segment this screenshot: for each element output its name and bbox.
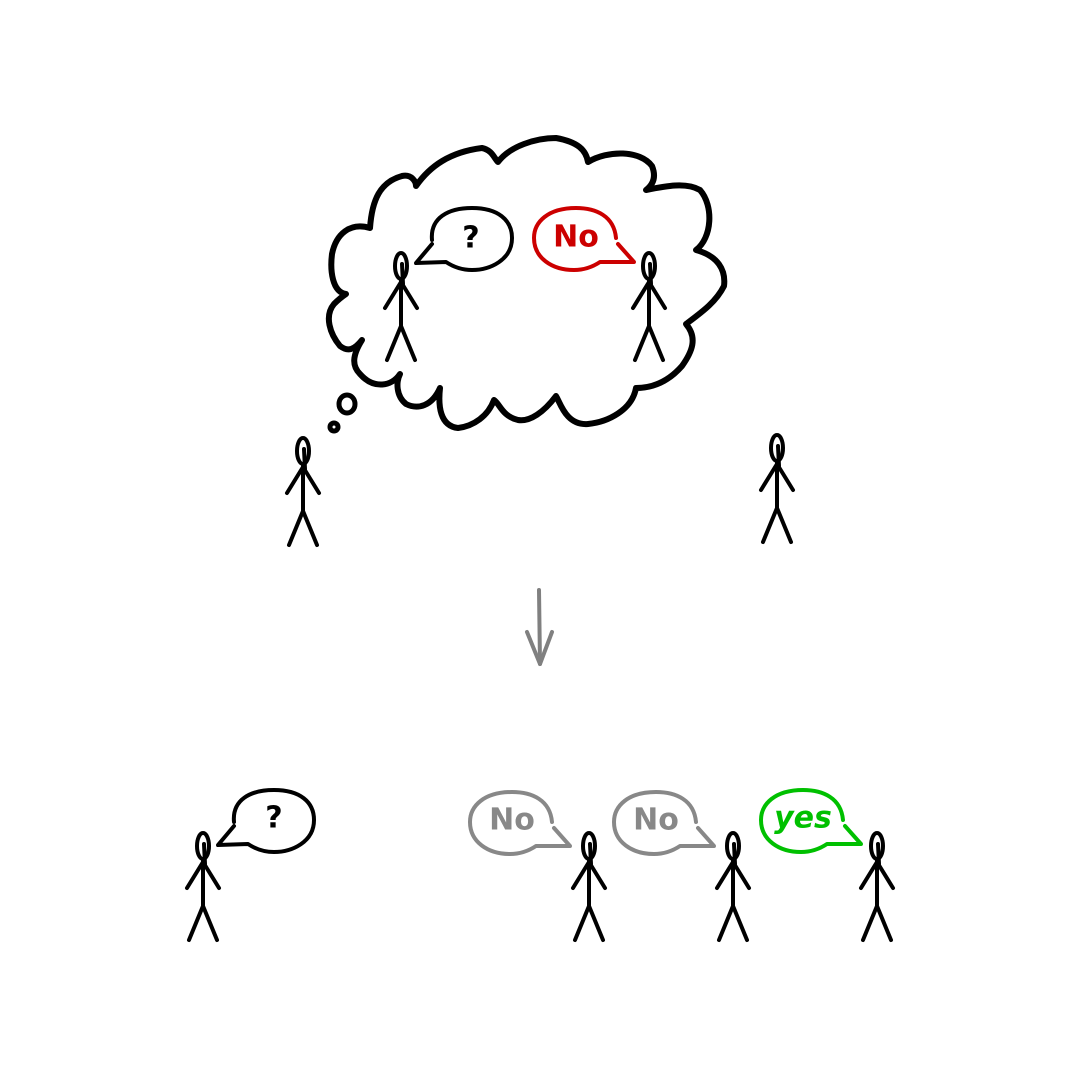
stick-figure-icon [859,831,895,942]
reply-bubble-3: yes [759,788,863,854]
down-arrow-icon [525,588,554,666]
question-text: ? [265,801,282,836]
bottom-scene: ? No No yes [185,788,895,942]
imagined-asker-figure [383,251,419,362]
reply-text-3: yes [774,801,832,836]
imagined-refusal-bubble: No [532,206,636,272]
figure-arms [715,860,751,890]
speech-bubble-icon [414,206,514,272]
asker-figure [185,831,221,942]
stick-figure-icon [715,831,751,942]
stick-figure-icon [383,251,419,362]
stick-figure-icon [571,831,607,942]
reply-text-2: No [633,803,679,838]
figure-arms [383,280,419,310]
figure-legs [761,506,793,544]
figure-arms [859,860,895,890]
bystander-figure [759,433,795,544]
responder-2-figure [715,831,751,942]
figure-legs [717,904,749,942]
speech-bubble-icon [759,788,863,854]
reply-bubble-1: No [468,790,572,856]
figure-legs [633,324,665,362]
stick-figure-icon [185,831,221,942]
thought-cloud-icon [325,135,728,431]
stick-figure-icon [631,251,667,362]
thought-dot-large [336,392,358,416]
reply-text-1: No [489,803,535,838]
figure-legs [187,904,219,942]
responder-3-figure [859,831,895,942]
imagined-refusal-text: No [553,220,599,255]
speech-bubble-icon [532,206,636,272]
figure-arms [285,465,321,495]
responder-1-figure [571,831,607,942]
thinker-figure [285,436,321,547]
thought-dot-small [327,420,341,434]
speech-bubble-icon [216,788,316,854]
figure-arms [631,280,667,310]
figure-legs [385,324,417,362]
imagined-responder-figure [631,251,667,362]
stick-figure-icon [285,436,321,547]
figure-legs [287,509,319,547]
question-bubble: ? [216,788,316,854]
speech-bubble-icon [468,790,572,856]
speech-bubble-icon [612,790,716,856]
figure-legs [573,904,605,942]
imagined-question-bubble: ? [414,206,514,272]
stick-figure-icon [759,433,795,544]
top-scene: ? No [285,135,795,547]
figure-arms [185,860,221,890]
imagined-question-text: ? [462,221,479,256]
figure-legs [861,904,893,942]
figure-arms [759,462,795,492]
figure-arms [571,860,607,890]
reply-bubble-2: No [612,790,716,856]
